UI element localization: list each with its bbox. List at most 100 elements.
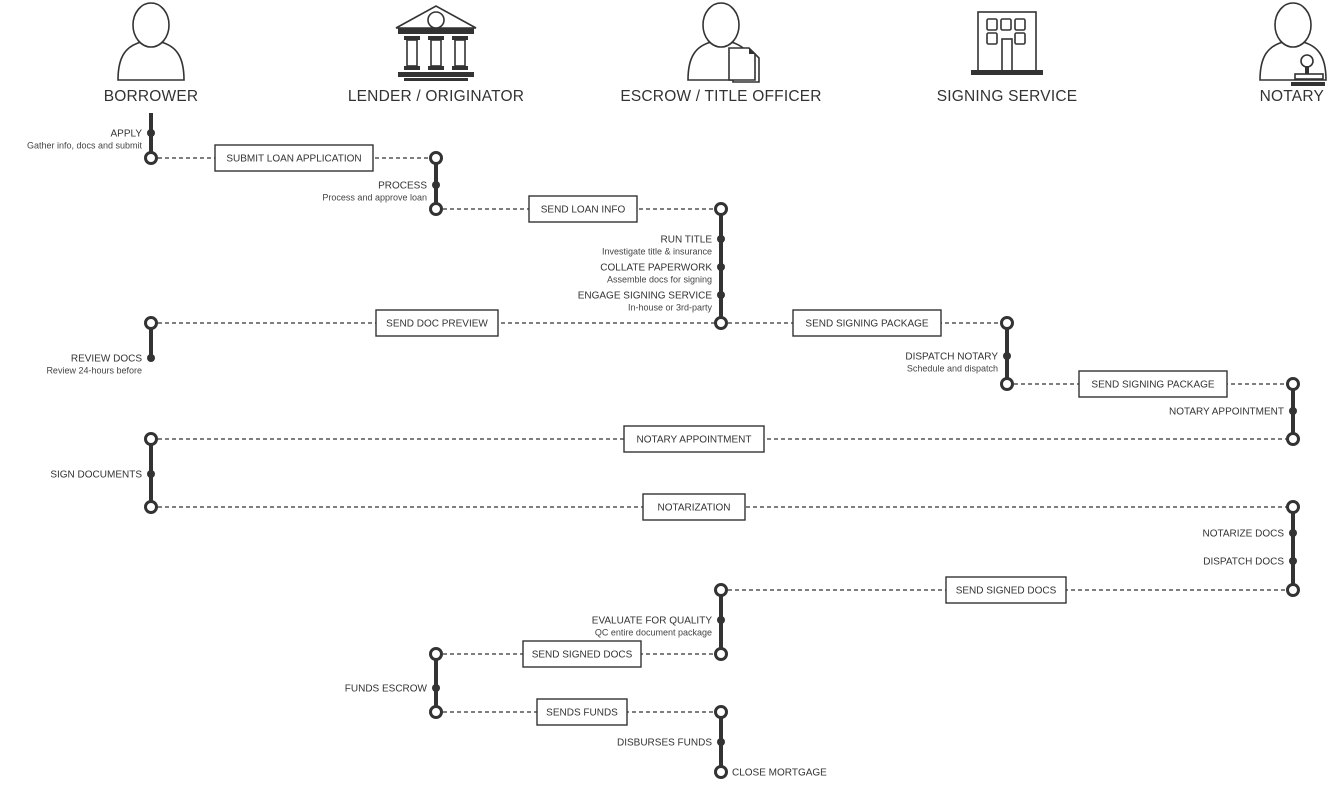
lane-title: NOTARY [1260,88,1324,105]
endpoint-lender [429,151,443,165]
endpoint-borrower [144,500,158,514]
step-dot [147,354,155,362]
message-label: SEND SIGNED DOCS [956,586,1057,597]
endpoint-borrower [144,316,158,330]
step-label: DISPATCH DOCS [1203,557,1284,568]
message-label: SEND SIGNING PACKAGE [805,319,929,330]
message-3: SEND DOC PREVIEW [151,309,721,337]
step-dot [1289,529,1297,537]
step-label: CLOSE MORTGAGE [732,768,827,779]
message-4: SEND SIGNING PACKAGE [721,309,1007,337]
step-dot [432,684,440,692]
step-dot [717,738,725,746]
step-dot [717,235,725,243]
message-box [522,640,642,668]
step-caption: Schedule and dispatch [907,364,998,374]
step-label: APPLY [111,129,143,140]
lane-header-lender: LENDER / ORIGINATOR [348,5,524,105]
message-box [945,576,1067,604]
message-label: NOTARY APPOINTMENT [636,435,751,446]
step-9: SIGN DOCUMENTS [50,470,155,481]
message-box [642,493,746,521]
message-label: SEND LOAN INFO [541,205,626,216]
step-caption: Investigate title & insurance [602,247,712,257]
step-caption: Gather info, docs and submit [27,141,143,151]
endpoint-signing [1000,316,1014,330]
endpoint-lender [429,202,443,216]
endpoint-notary [1286,583,1300,597]
message-label: SEND SIGNING PACKAGE [1091,380,1215,391]
endpoints [144,151,1300,779]
step-label: NOTARY APPOINTMENT [1169,407,1284,418]
step-caption: Assemble docs for signing [607,275,712,285]
bank-icon [395,5,477,81]
step-caption: QC entire document package [595,628,712,638]
step-10: NOTARIZE DOCS [1203,529,1297,540]
lane-title: SIGNING SERVICE [937,88,1078,105]
message-box [792,309,942,337]
step-label: PROCESS [378,181,427,192]
step-dot [1289,557,1297,565]
message-box [623,425,765,453]
message-9: SEND SIGNED DOCS [436,640,721,668]
endpoint-lender [429,705,443,719]
step-dot [432,181,440,189]
lane-title: ESCROW / TITLE OFFICER [620,88,821,105]
step-dot [717,616,725,624]
step-dot [1289,407,1297,415]
step-dot [717,291,725,299]
step-caption: Process and approve loan [322,193,427,203]
step-label: EVALUATE FOR QUALITY [592,616,713,627]
endpoint-lender [429,647,443,661]
lane-headers: BORROWER LENDER / ORIGINATOR ESCROW / TITL… [104,2,1327,105]
message-5: SEND SIGNING PACKAGE [1007,370,1293,398]
step-11: DISPATCH DOCS [1203,557,1297,568]
message-2: SEND LOAN INFO [436,195,721,223]
step-caption: Review 24-hours before [46,366,142,376]
step-8: NOTARY APPOINTMENT [1169,407,1297,418]
step-label: RUN TITLE [661,235,713,246]
step-15: CLOSE MORTGAGE [732,768,827,779]
step-14: DISBURSES FUNDS [617,738,725,749]
endpoint-borrower [144,151,158,165]
step-dot [1003,352,1011,360]
message-label: NOTARIZATION [658,503,731,514]
message-label: SEND DOC PREVIEW [386,319,488,330]
person-stamp-icon [1259,2,1327,86]
step-label: SIGN DOCUMENTS [50,470,142,481]
endpoint-escrow [714,765,728,779]
message-box [375,309,499,337]
endpoint-escrow [714,647,728,661]
message-box [1078,370,1228,398]
person-documents-icon [687,2,760,83]
step-label: FUNDS ESCROW [345,684,428,695]
step-dot [147,470,155,478]
message-7: NOTARIZATION [151,493,1293,521]
message-10: SENDS FUNDS [436,698,721,726]
step-label: NOTARIZE DOCS [1203,529,1285,540]
step-label: DISPATCH NOTARY [905,352,998,363]
message-box [536,698,628,726]
lane-header-borrower: BORROWER [104,2,198,105]
endpoint-signing [1000,377,1014,391]
endpoint-notary [1286,500,1300,514]
endpoint-borrower [144,432,158,446]
step-label: COLLATE PAPERWORK [600,263,712,274]
endpoint-notary [1286,377,1300,391]
endpoint-escrow [714,316,728,330]
lane-header-notary: NOTARY [1259,2,1327,105]
lane-header-signing: SIGNING SERVICE [937,11,1078,105]
message-label: SUBMIT LOAN APPLICATION [226,154,361,165]
lane-title: LENDER / ORIGINATOR [348,88,524,105]
step-dot [147,129,155,137]
lane-header-escrow: ESCROW / TITLE OFFICER [620,2,821,105]
